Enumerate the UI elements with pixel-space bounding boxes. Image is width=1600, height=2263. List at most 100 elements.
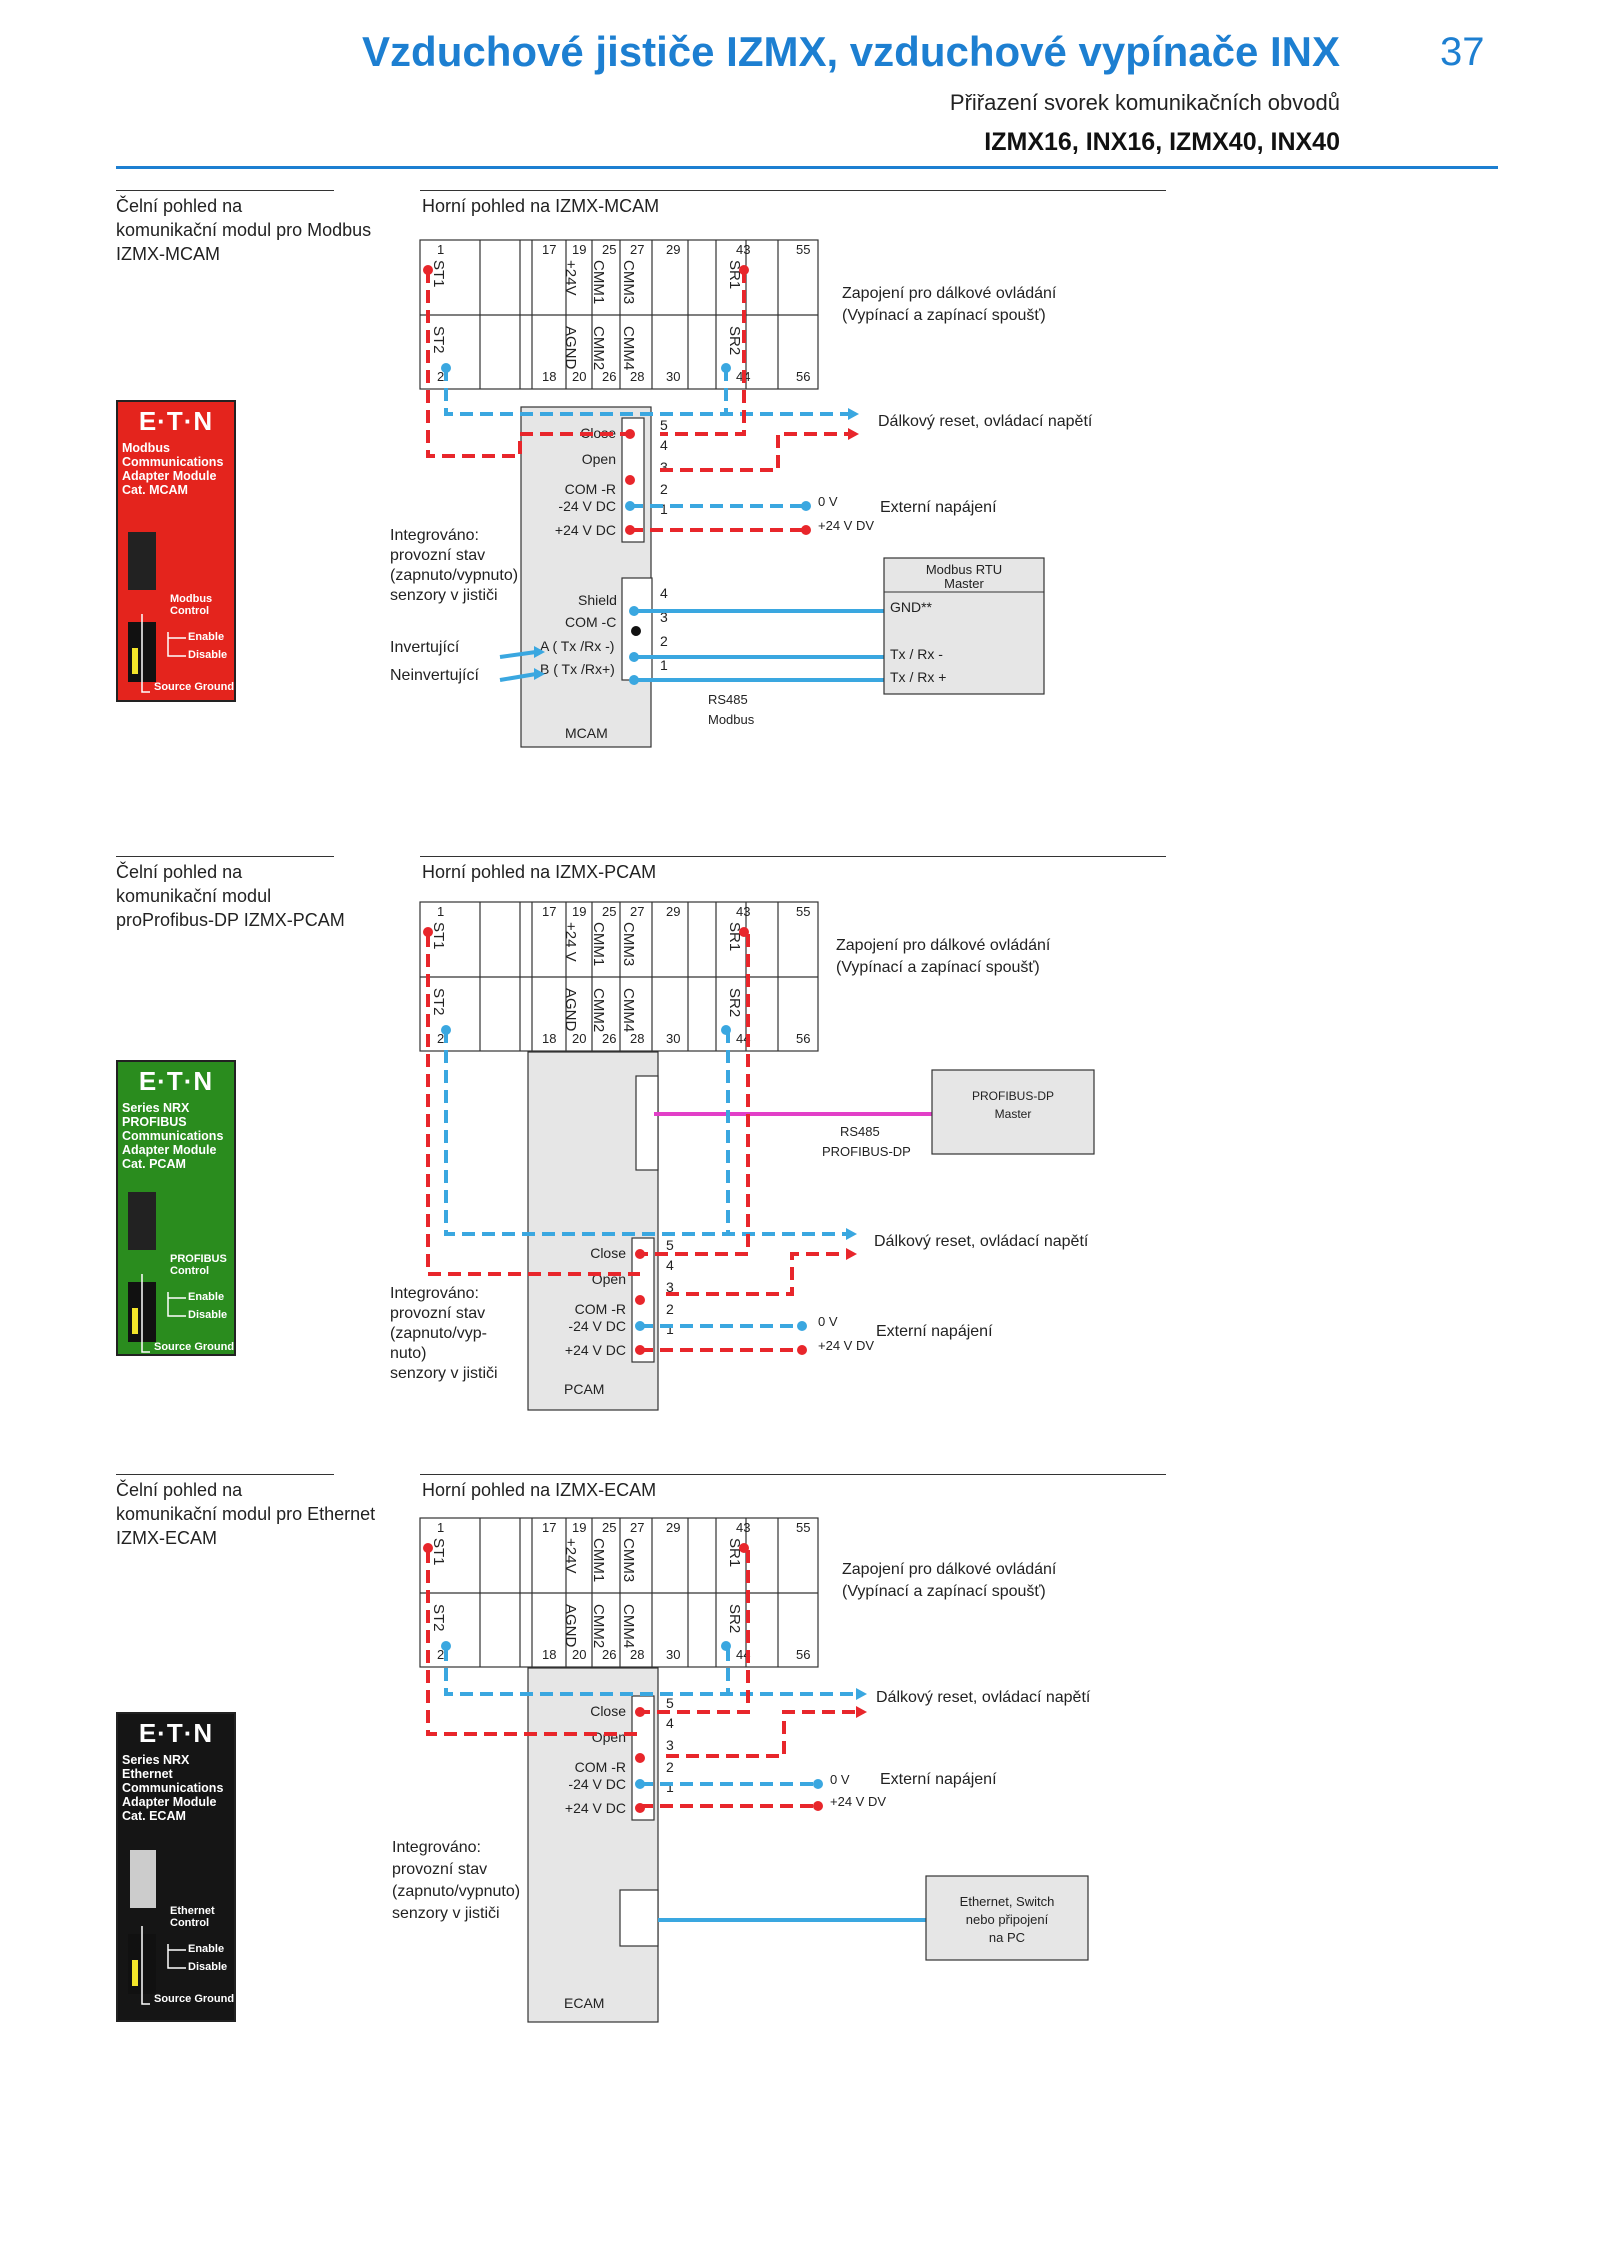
sr1-red-wire-a: [660, 270, 746, 436]
terminal-label-CMM2: CMM2: [590, 988, 607, 1032]
minus24-label: -24 V DC: [568, 1318, 626, 1334]
module-line: [167, 1292, 186, 1317]
top-caption-pcam: Horní pohled na IZMX-PCAM: [422, 862, 657, 882]
arrow-head: [848, 428, 859, 440]
remote-reset-label: Dálkový reset, ovládací napětí: [876, 1689, 1091, 1706]
caption-rule: [420, 190, 1166, 191]
master-title: nebo připojení: [966, 1912, 1049, 1927]
st1-red-wire: [426, 1550, 640, 1736]
terminal-number-43: 43: [736, 242, 750, 257]
remote-reset-blue-wire: [444, 1030, 848, 1236]
connector-pin-3: 3: [660, 459, 668, 475]
module-control-label: PROFIBUS: [170, 1253, 227, 1265]
terminal-number-19: 19: [572, 1520, 586, 1535]
sr1-red-wire-b: [666, 1710, 858, 1758]
terminal-number-1: 1: [437, 904, 444, 919]
master-tx-plus-label: Tx / Rx +: [890, 669, 946, 685]
top-caption-mcam: Horní pohled na IZMX-MCAM: [422, 196, 660, 216]
master-tx-minus-label: Tx / Rx -: [890, 646, 943, 662]
ext-power-label: Externí napájení: [880, 499, 997, 516]
caption-rule: [116, 190, 334, 191]
zero-v-label: 0 V: [818, 494, 838, 509]
terminal-number-56: 56: [796, 369, 810, 384]
terminal-number-56: 56: [796, 1031, 810, 1046]
connector-pin-2: 2: [666, 1759, 674, 1775]
terminal-number-2: 2: [437, 1031, 444, 1046]
terminal-label-CMM3: CMM3: [620, 1538, 637, 1582]
terminal-label-CMM1: CMM1: [590, 1538, 607, 1582]
plus24-label: +24 V DC: [565, 1342, 626, 1358]
integrated-label: Integrováno:: [390, 1285, 479, 1302]
terminal-dot: [801, 525, 811, 535]
terminal-label-CMM4: CMM4: [620, 326, 637, 370]
integrated-label: (zapnuto/vypnuto): [392, 1883, 520, 1900]
sr1-red-wire-b: [660, 432, 850, 472]
module-line: [141, 1926, 150, 2005]
terminal-label-CMM1: CMM1: [590, 922, 607, 966]
terminal-label-CMM4: CMM4: [620, 1604, 637, 1648]
remote-control-sub-label: (Vypínací a zapínací spoušť): [842, 1583, 1046, 1600]
module-enable-label: Enable: [188, 631, 224, 643]
terminal-number-43: 43: [736, 904, 750, 919]
terminal-number-28: 28: [630, 1031, 644, 1046]
module-ground-label: Source Ground: [154, 1993, 234, 2005]
top-caption-ecam: Horní pohled na IZMX-ECAM: [422, 1480, 657, 1500]
integrated-label: provozní stav: [390, 1305, 485, 1322]
comm-pin-1: 1: [660, 657, 668, 673]
integrated-label: (zapnuto/vypnuto): [390, 567, 518, 584]
noninverting-label: Neinvertující: [390, 667, 479, 684]
terminal-label-ST1: ST1: [430, 922, 447, 950]
terminal-label-+24 V: +24 V: [562, 922, 579, 962]
header-rule: [116, 166, 1498, 169]
arrow-head: [846, 1248, 857, 1260]
remote-reset-label: Dálkový reset, ovládací napětí: [874, 1233, 1089, 1250]
terminal-number-28: 28: [630, 369, 644, 384]
module-control-label: Control: [170, 1917, 209, 1929]
terminal-number-27: 27: [630, 1520, 644, 1535]
terminal-label-SR2: SR2: [726, 326, 743, 355]
connector-pin-1: 1: [666, 1779, 674, 1795]
close-label: Close: [590, 1703, 626, 1719]
remote-reset-blue-wire: [444, 368, 850, 416]
integrated-label: (zapnuto/vyp-: [390, 1325, 487, 1342]
terminal-number-17: 17: [542, 242, 556, 257]
eaton-logo: E·T·N: [138, 406, 214, 436]
pcam-port: [635, 1075, 659, 1171]
remote-control-label: Zapojení pro dálkové ovládání: [842, 1561, 1057, 1578]
remote-control-label: Zapojení pro dálkové ovládání: [836, 937, 1051, 954]
terminal-dot: [801, 501, 811, 511]
module-slot: [128, 1192, 156, 1250]
open-label: Open: [592, 1729, 626, 1745]
terminal-number-1: 1: [437, 242, 444, 257]
terminal-label-ST1: ST1: [430, 1538, 447, 1566]
ethernet-switch: [925, 1875, 1089, 1961]
terminal-number-19: 19: [572, 242, 586, 257]
integrated-label: nuto): [390, 1345, 426, 1362]
module-line: [141, 614, 150, 693]
module-line: [141, 1274, 150, 1353]
bus-label: PROFIBUS-DP: [822, 1144, 911, 1159]
terminal-number-28: 28: [630, 1647, 644, 1662]
st1-red-wire: [426, 270, 630, 458]
terminal-dot: [813, 1779, 823, 1789]
connector-pin-1: 1: [666, 1321, 674, 1337]
module-led: [132, 1960, 138, 1986]
connector-pin-4: 4: [660, 437, 668, 453]
module-disable-label: Disable: [188, 1961, 227, 1973]
terminal-label-+24V: +24V: [562, 1538, 579, 1573]
connector-pin-4: 4: [666, 1715, 674, 1731]
terminal-dot: [423, 927, 433, 937]
terminal-label-ST2: ST2: [430, 988, 447, 1016]
sr1-red-wire-a: [640, 1550, 750, 1714]
terminal-number-26: 26: [602, 369, 616, 384]
terminal-label-SR2: SR2: [726, 988, 743, 1017]
module-ground-label: Source Ground: [154, 681, 234, 693]
pin-dot: [635, 1753, 645, 1763]
terminal-number-56: 56: [796, 1647, 810, 1662]
caption-rule: [420, 1474, 1166, 1475]
terminal-label-CMM3: CMM3: [620, 922, 637, 966]
module-disable-label: Disable: [188, 1309, 227, 1321]
terminal-label-CMM2: CMM2: [590, 1604, 607, 1648]
